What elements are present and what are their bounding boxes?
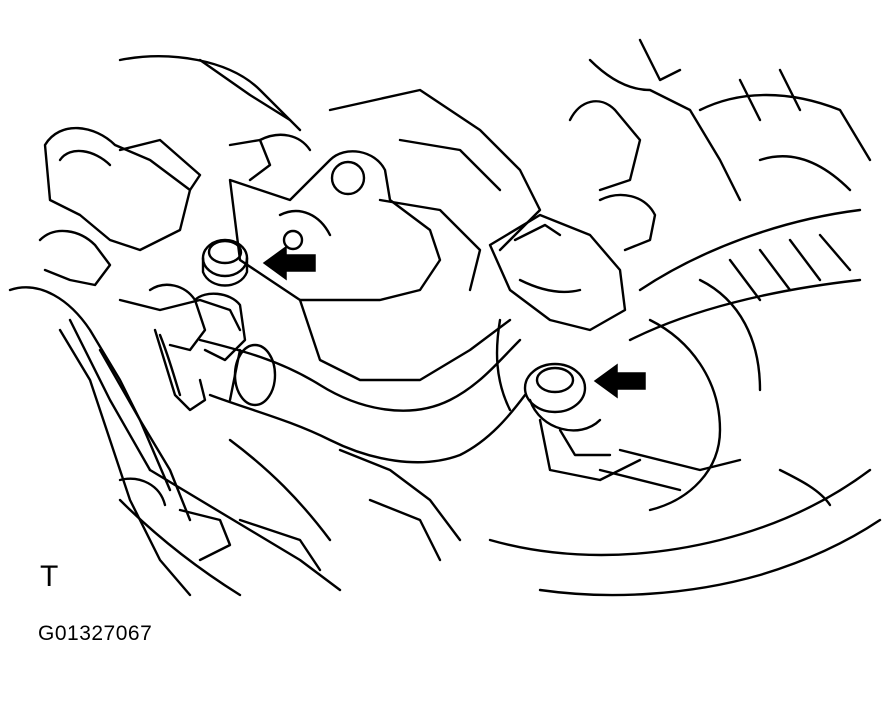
central-bracket: [228, 88, 542, 382]
view-marker-label: T: [40, 560, 59, 593]
left-hose-bracket: [8, 55, 302, 522]
upper-left-bolt: [193, 238, 249, 362]
lower-hose: [118, 338, 527, 597]
right-duct: [488, 38, 882, 597]
figure-code-label: G01327067: [38, 622, 153, 645]
right-connector: [488, 213, 642, 482]
engine-block: [58, 328, 462, 597]
arrow-left-icon: [593, 363, 646, 399]
callout-arrows: [262, 245, 646, 399]
arrow-left-icon: [262, 245, 316, 281]
